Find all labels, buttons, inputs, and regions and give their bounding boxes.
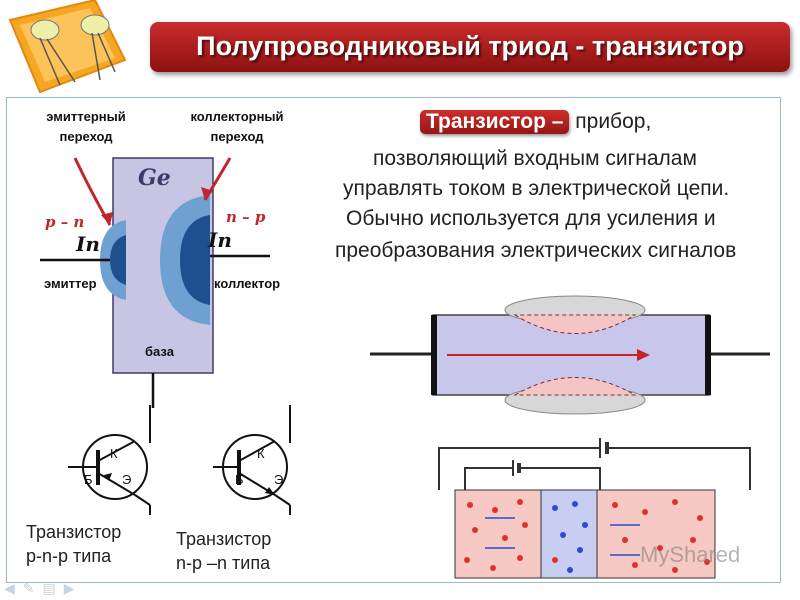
npn-caption-line-2: n-p –n типа (176, 553, 271, 573)
pnp-caption-line-2: p-n-p типа (26, 546, 112, 566)
npn-base-label: Б (235, 472, 244, 487)
prev-slide-icon[interactable]: ◀ (4, 580, 15, 596)
emitter-region-inner (110, 235, 126, 285)
holes (464, 499, 710, 573)
npn-caption-line-1: Транзистор (176, 529, 272, 549)
definition-line-4: Обычно используется для усиления и (346, 207, 716, 230)
crystal-material-label: Ge (138, 165, 171, 191)
definition-line-2: позволяющий входным сигналам (373, 147, 697, 170)
npn-emitter-label: Э (274, 472, 284, 487)
definition-line-1-rest: прибор, (569, 110, 652, 133)
emitter-junction-label-2: переход (59, 129, 113, 144)
npn-symbol (213, 405, 291, 515)
collector-label: коллектор (214, 276, 281, 291)
definition-line-1: Транзистор – прибор, (420, 110, 651, 134)
transistor-photo-icon (8, 0, 127, 94)
base-label: база (145, 344, 174, 359)
carrier-arrows (485, 517, 640, 556)
right-dopant: In (208, 228, 232, 252)
pnp-caption-line-1: Транзистор (26, 522, 122, 542)
menu-icon[interactable]: ▤ (42, 580, 56, 596)
pen-icon[interactable]: ✎ (22, 580, 35, 596)
electrons (552, 501, 588, 573)
crystal-diagram (40, 157, 270, 408)
emitter-junction-label-1: эмиттерный (46, 109, 126, 124)
watermark: MyShared (640, 542, 741, 567)
transistor-tube-diagram (370, 295, 770, 415)
upper-region (513, 314, 637, 334)
crystal-n-base (540, 489, 598, 579)
pnp-emitter-label: Э (122, 472, 132, 487)
definition-line-5: преобразования электрических сигналов (335, 239, 737, 262)
definition-term: Транзистор – (420, 110, 570, 134)
lower-region (513, 377, 637, 396)
pnp-caption: Транзистор p-n-p типа (26, 520, 121, 568)
inner-circuit-wire (464, 467, 513, 490)
collector-junction-label-1: коллекторный (190, 109, 284, 124)
emitter-label: эмиттер (44, 276, 97, 291)
page-title: Полупроводниковый триод - транзистор (196, 31, 744, 61)
outer-circuit-wire (438, 447, 600, 490)
pnp-collector-label: К (110, 446, 118, 461)
title-bar (150, 22, 790, 72)
right-junction-type: n – p (226, 208, 266, 226)
left-dopant: In (76, 232, 100, 256)
pnp-symbol (68, 405, 151, 515)
pnp-base-label: Б (84, 472, 93, 487)
carrier-circuit-diagram (438, 438, 751, 579)
collector-junction-label-2: переход (210, 129, 264, 144)
next-slide-icon[interactable]: ▶ (63, 580, 75, 596)
npn-caption: Транзистор n-p –n типа (176, 527, 271, 575)
collector-region-inner (180, 215, 210, 305)
definition-line-3: управлять током в электрической цепи. (343, 177, 730, 200)
left-junction-type: p – n (45, 213, 85, 231)
slide-nav: ◀ ✎ ▤ ▶ (4, 580, 75, 597)
npn-collector-label: К (257, 446, 265, 461)
